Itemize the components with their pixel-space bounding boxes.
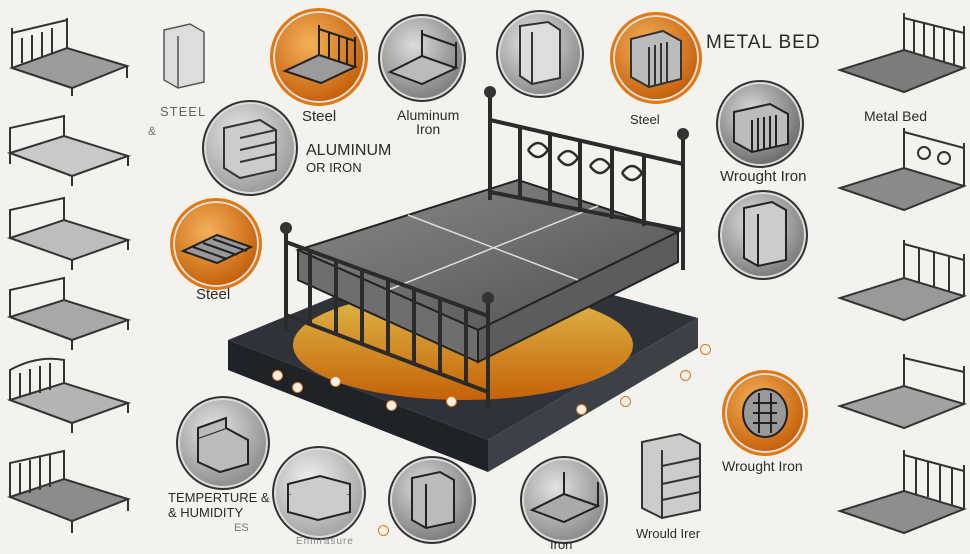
connector-dot bbox=[700, 344, 711, 355]
bed-thumbnail-1 bbox=[2, 8, 132, 96]
label-temperature-2: & HUMIDITY bbox=[168, 505, 244, 520]
bed-thumbnail-right-5 bbox=[834, 445, 968, 541]
drawer-cabinet-sketch bbox=[636, 430, 706, 520]
connector-dot bbox=[576, 404, 587, 415]
bed-thumbnail-right-2 bbox=[834, 118, 968, 218]
connector-dot bbox=[378, 525, 389, 536]
bed-thumbnail-3 bbox=[2, 190, 132, 272]
bed-thumbnail-2 bbox=[2, 108, 132, 188]
label-aluminum-iron-text: Aluminum Iron bbox=[397, 107, 460, 137]
bed-thumbnail-right-4 bbox=[834, 346, 968, 436]
label-or-iron: OR IRON bbox=[306, 160, 362, 175]
aluminum-bed-circle bbox=[378, 14, 466, 102]
cabinet-sketch bbox=[160, 20, 208, 90]
label-aluminum-iron: Aluminum Iron bbox=[397, 108, 459, 136]
connector-dot bbox=[272, 370, 283, 381]
cabinet-circle-1 bbox=[496, 10, 584, 98]
connector-dot bbox=[330, 376, 341, 387]
diagram-title: METAL BED bbox=[706, 32, 821, 53]
label-steel-mid: Steel bbox=[196, 286, 231, 303]
label-ampersand: & bbox=[148, 124, 157, 138]
bed-thumbnail-6 bbox=[2, 445, 132, 535]
label-iron-bottom: Iron bbox=[550, 537, 573, 552]
label-steel-small: Steel bbox=[630, 112, 660, 127]
bed-thumbnail-5 bbox=[2, 355, 132, 435]
label-temperature-1: TEMPERTURE & bbox=[168, 490, 270, 505]
connector-dot bbox=[292, 382, 303, 393]
label-wrought-iron-2: Wrought Iron bbox=[722, 458, 803, 474]
connector-dot bbox=[446, 396, 457, 407]
iron-bed-circle bbox=[520, 456, 608, 544]
label-metal-bed-right: Metal Bed bbox=[864, 108, 928, 124]
label-steel-top: Steel bbox=[302, 108, 337, 125]
sofa-circle bbox=[272, 446, 366, 540]
bed-thumbnail-right-1 bbox=[834, 8, 968, 100]
cabinet-circle-2 bbox=[610, 12, 702, 104]
steel-bed-circle bbox=[270, 8, 368, 106]
connector-dot bbox=[620, 396, 631, 407]
label-wrought-iron-bottom: Wrould Irer bbox=[636, 526, 701, 541]
label-bottom-misc: Enmrasure bbox=[296, 536, 354, 547]
bed-thumbnail-right-3 bbox=[834, 232, 968, 328]
wardrobe-circle bbox=[718, 190, 808, 280]
steel-frame-circle bbox=[170, 198, 262, 290]
mesh-circle bbox=[722, 370, 808, 456]
label-steel-left: STEEL bbox=[160, 104, 207, 119]
bed-thumbnail-4 bbox=[2, 272, 132, 352]
radiator-circle bbox=[716, 80, 804, 168]
label-aluminum: ALUMINUM bbox=[306, 142, 392, 159]
dresser-circle bbox=[202, 100, 298, 196]
armchair-circle bbox=[176, 396, 270, 490]
connector-dot bbox=[386, 400, 397, 411]
label-wrought-iron-1: Wrought Iron bbox=[720, 168, 807, 185]
connector-dot bbox=[680, 370, 691, 381]
cabinet-circle-3 bbox=[388, 456, 476, 544]
central-metal-bed bbox=[228, 80, 728, 530]
label-temperature-3: ES bbox=[234, 522, 249, 534]
